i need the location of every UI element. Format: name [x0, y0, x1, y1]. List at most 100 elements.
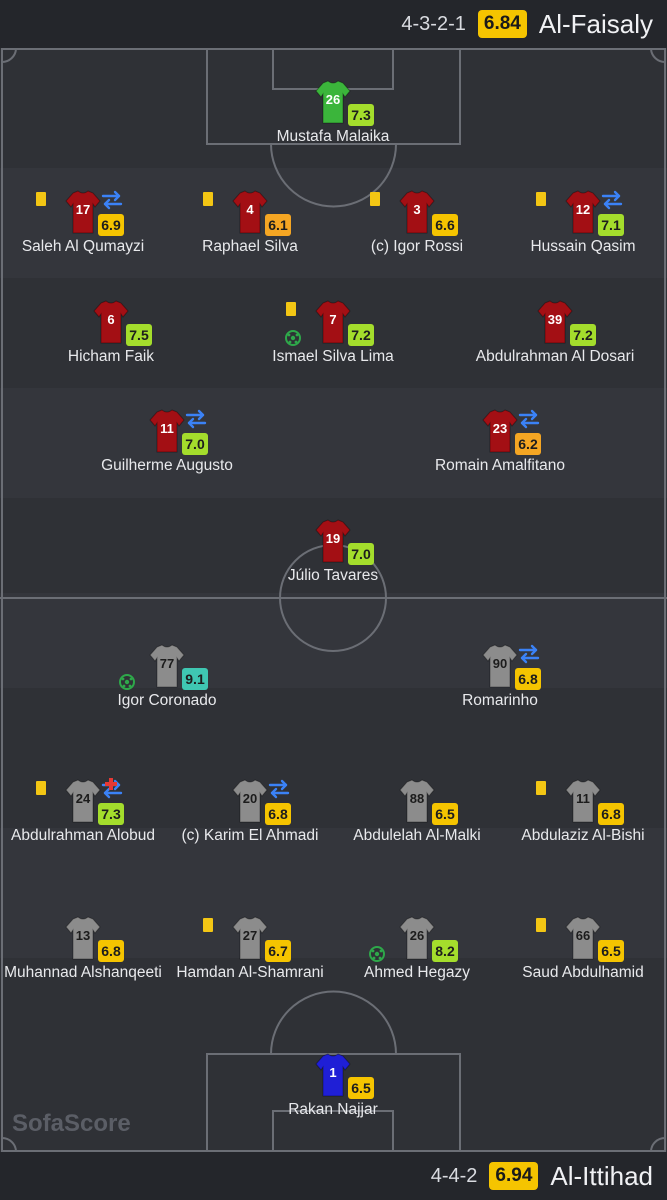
player-rating: 7.5: [126, 324, 152, 346]
jersey-number: 90: [492, 656, 508, 671]
jersey-icon: 6: [93, 300, 129, 344]
home-team-header[interactable]: 4-3-2-1 6.84 Al-Faisaly: [0, 0, 667, 48]
player-card[interactable]: 20 6.8(c) Karim El Ahmadi: [160, 779, 340, 859]
yellow-card-icon: [536, 781, 546, 795]
player-name: Abdulaziz Al-Bishi: [521, 827, 645, 844]
jersey-icon: 19: [315, 519, 351, 563]
player-name: Guilherme Augusto: [101, 457, 233, 474]
jersey-icon: 27: [232, 916, 268, 960]
substitution-icon: [518, 644, 540, 664]
player-rating: 6.8: [98, 940, 124, 962]
away-team-name[interactable]: Al-Ittihad: [550, 1160, 653, 1191]
substitution-icon: [601, 190, 623, 210]
player-name: Romarinho: [462, 692, 538, 709]
jersey-icon: 26: [315, 80, 351, 124]
player-name: Hicham Faik: [67, 348, 155, 365]
player-rating: 7.3: [348, 104, 374, 126]
player-name: Igor Coronado: [117, 692, 217, 709]
home-team-name[interactable]: Al-Faisaly: [538, 8, 653, 39]
jersey-icon: 7: [315, 300, 351, 344]
jersey-icon: 20: [232, 779, 268, 823]
yellow-card-icon: [286, 302, 296, 316]
yellow-card-icon: [203, 192, 213, 206]
jersey-number: 12: [575, 202, 591, 217]
player-rating: 7.0: [348, 543, 374, 565]
substitution-icon: [268, 779, 290, 799]
player-rating: 6.8: [598, 803, 624, 825]
jersey-number: 39: [547, 312, 563, 327]
player-rating: 8.2: [432, 940, 458, 962]
player-name: Hussain Qasim: [530, 238, 636, 255]
home-average-rating: 6.84: [477, 10, 527, 38]
jersey-number: 88: [409, 791, 425, 806]
substitution-icon: [518, 409, 540, 429]
jersey-number: 19: [325, 531, 341, 546]
player-name: Romain Amalfitano: [434, 457, 566, 474]
jersey-icon: 24: [65, 779, 101, 823]
goal-ball-icon: [285, 330, 301, 346]
jersey-icon: 11: [149, 409, 185, 453]
player-name: Mustafa Malaika: [276, 128, 390, 145]
jersey-number: 26: [409, 928, 425, 943]
player-name: Ismael Silva Lima: [272, 348, 394, 365]
jersey-number: 11: [160, 421, 174, 436]
jersey-number: 11: [576, 791, 590, 806]
injury-icon: [104, 777, 118, 791]
jersey-number: 20: [242, 791, 258, 806]
player-rating: 6.9: [98, 214, 124, 236]
player-rating: 7.1: [598, 214, 624, 236]
pitch-markings: [0, 48, 667, 1152]
player-name: (c) Igor Rossi: [370, 238, 464, 255]
player-name: Muhannad Alshanqeeti: [4, 964, 162, 981]
jersey-icon: 3: [399, 190, 435, 234]
jersey-number: 23: [492, 421, 508, 436]
jersey-number: 17: [75, 202, 91, 217]
player-rating: 6.5: [432, 803, 458, 825]
jersey-number: 1: [329, 1065, 337, 1080]
player-name: Saleh Al Qumayzi: [21, 238, 145, 255]
player-name: Abdulelah Al-Malki: [353, 827, 481, 844]
player-rating: 6.5: [348, 1077, 374, 1099]
player-name: Raphael Silva: [202, 238, 298, 255]
player-rating: 6.5: [598, 940, 624, 962]
player-rating: 7.3: [98, 803, 124, 825]
player-name: Saud Abdulhamid: [522, 964, 644, 981]
substitution-icon: [185, 409, 207, 429]
jersey-icon: 90: [482, 644, 518, 688]
jersey-number: 3: [413, 202, 421, 217]
away-team-header[interactable]: 4-4-2 6.94 Al-Ittihad: [0, 1152, 667, 1200]
player-name: Abdulrahman Al Dosari: [475, 348, 635, 365]
away-average-rating: 6.94: [489, 1162, 539, 1190]
player-card[interactable]: 3 6.6 (c) Igor Rossi: [327, 190, 507, 270]
player-rating: 6.1: [265, 214, 291, 236]
player-rating: 6.7: [265, 940, 291, 962]
jersey-icon: 88: [399, 779, 435, 823]
yellow-card-icon: [36, 781, 46, 795]
yellow-card-icon: [36, 192, 46, 206]
jersey-icon: 23: [482, 409, 518, 453]
jersey-icon: 66: [565, 916, 601, 960]
player-rating: 6.6: [432, 214, 458, 236]
jersey-icon: 1: [315, 1053, 351, 1097]
